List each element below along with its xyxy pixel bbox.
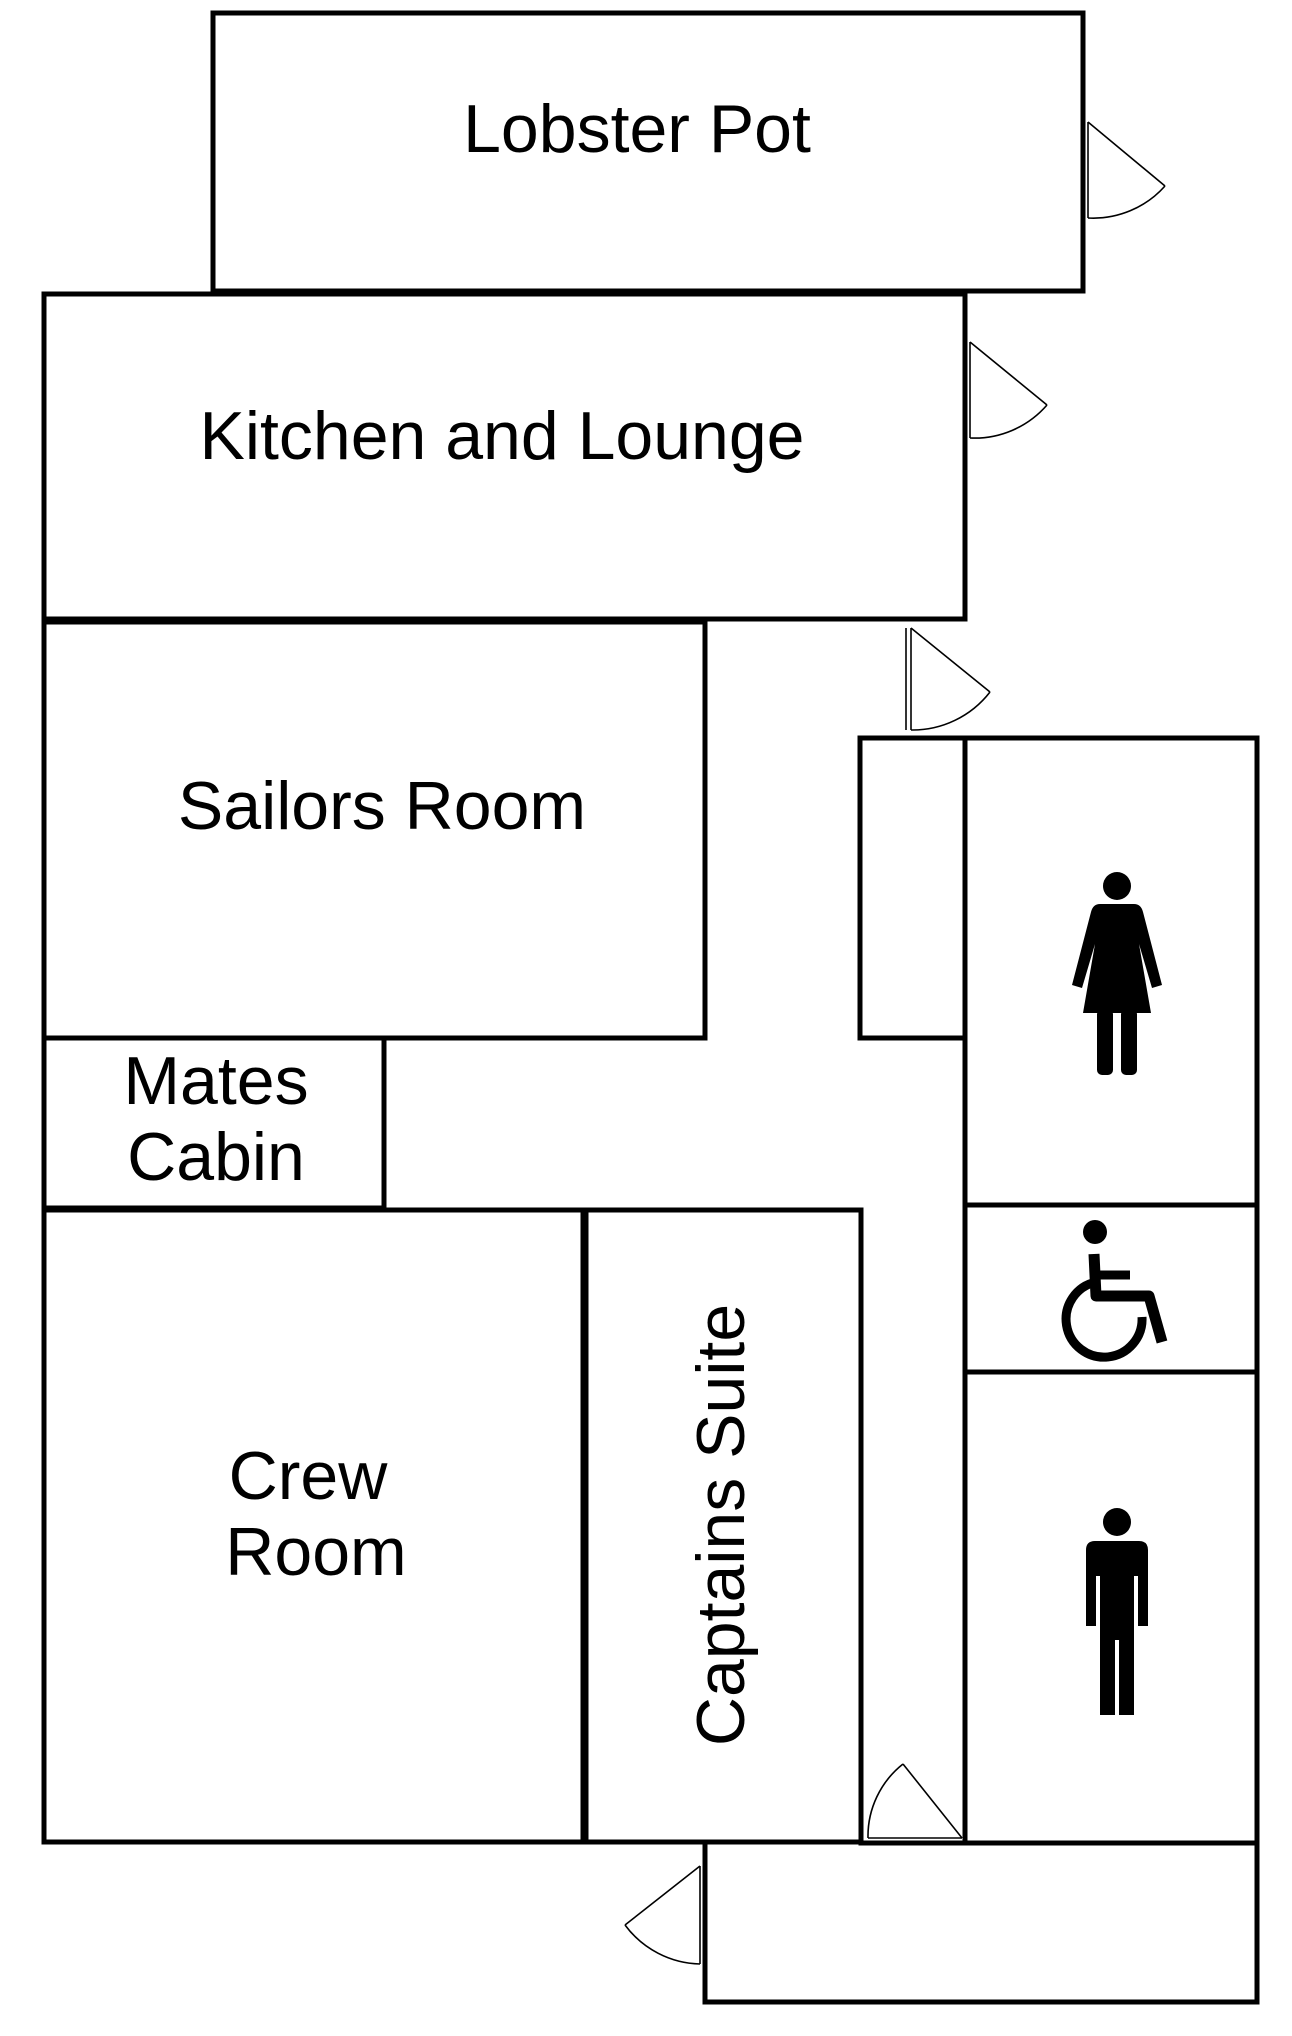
male-person-icon [1086, 1508, 1148, 1715]
kitchen-lounge-label: Kitchen and Lounge [200, 398, 805, 474]
room-labels: Lobster Pot Kitchen and Lounge Sailors R… [123, 91, 811, 1746]
door-main-entrance[interactable] [624, 1865, 706, 1965]
mates-cabin-label-line1: Mates [123, 1043, 308, 1119]
mates-cabin-label-line2: Cabin [127, 1119, 305, 1195]
doors [624, 121, 1166, 1965]
captains-suite-room [583, 1207, 864, 1845]
door-corridor-top[interactable] [905, 627, 991, 731]
door-kitchen-lounge[interactable] [964, 341, 1048, 439]
lobster-pot-label: Lobster Pot [463, 91, 811, 167]
crew-room-label-line2: Room [225, 1514, 406, 1590]
wheelchair-icon [1061, 1220, 1168, 1362]
captains-suite-label: Captains Suite [683, 1304, 759, 1746]
sailors-room-label: Sailors Room [178, 768, 586, 844]
walls [41, 10, 1260, 2005]
female-person-icon [1072, 872, 1162, 1075]
kitchen-lounge-room [41, 291, 968, 622]
door-corridor-bottom[interactable] [867, 1763, 963, 1844]
crew-room-label-line1: Crew [229, 1438, 389, 1514]
door-lobster-pot[interactable] [1082, 121, 1166, 219]
storage-cupboard [857, 735, 968, 1041]
entrance-lobby [702, 1840, 1260, 2005]
